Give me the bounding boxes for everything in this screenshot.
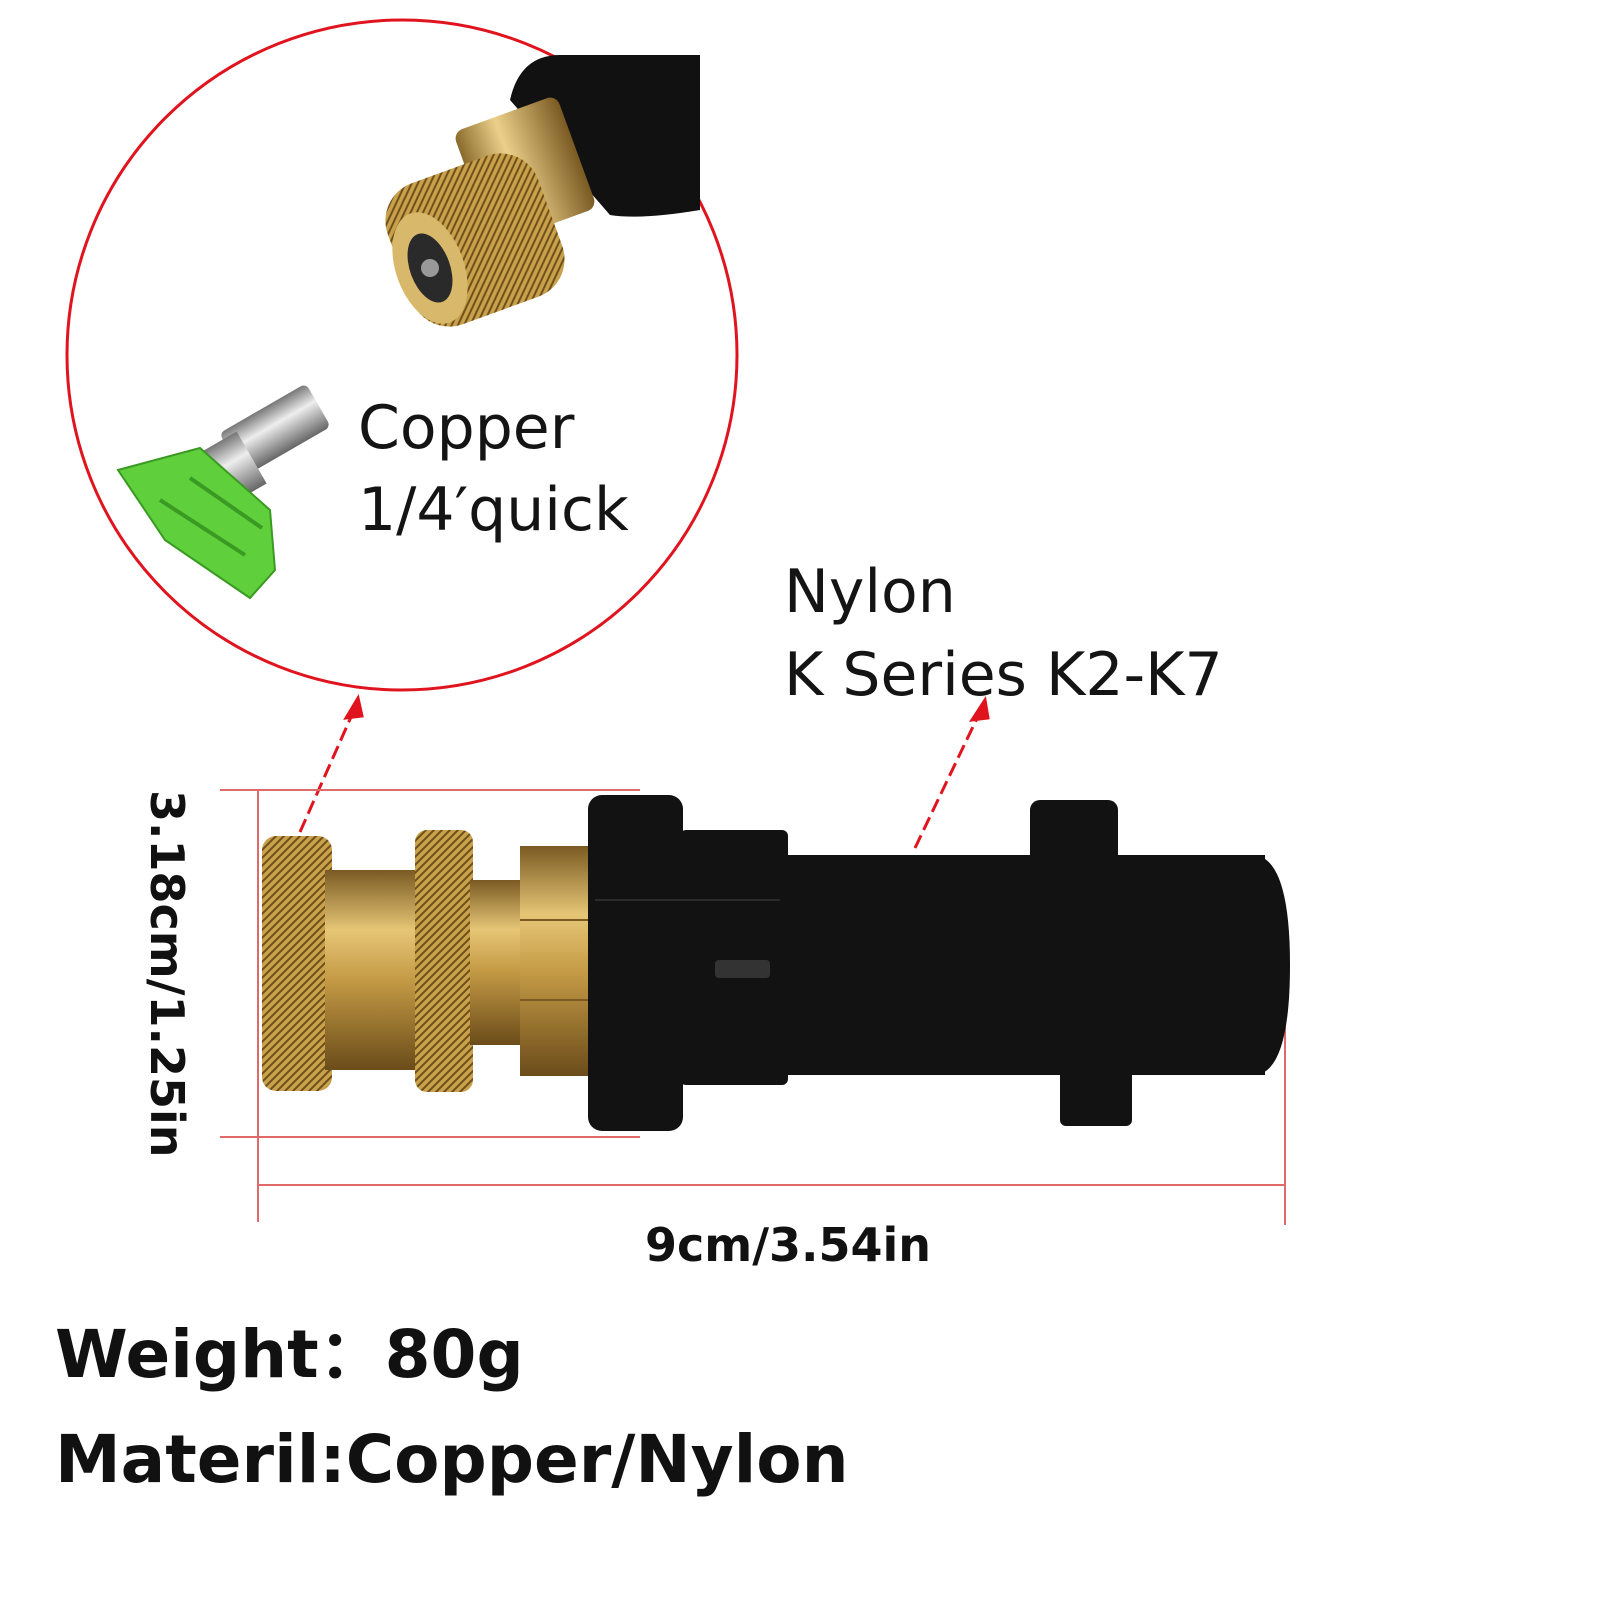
nozzle-callout-size: 1/4′quick [358, 475, 629, 545]
green-nozzle-detail [116, 385, 329, 600]
dimension-lines [220, 789, 1286, 1225]
nozzle-callout-material: Copper [358, 393, 575, 463]
height-dimension-label: 3.18cm/1.25in [140, 790, 194, 1158]
material-spec: Materil:Copper/Nylon [55, 1421, 849, 1498]
brass-coupler-detail [385, 55, 700, 327]
callout-arrows [298, 694, 990, 849]
weight-spec: Weight：80g [55, 1316, 524, 1393]
detail-circle [65, 18, 739, 692]
length-dimension-label: 9cm/3.54in [645, 1218, 932, 1272]
nylon-adapter [588, 795, 1290, 1131]
brass-quick-coupler [262, 830, 595, 1092]
adapter-callout-series: K Series K2-K7 [784, 640, 1223, 710]
adapter-callout-material: Nylon [784, 557, 956, 627]
